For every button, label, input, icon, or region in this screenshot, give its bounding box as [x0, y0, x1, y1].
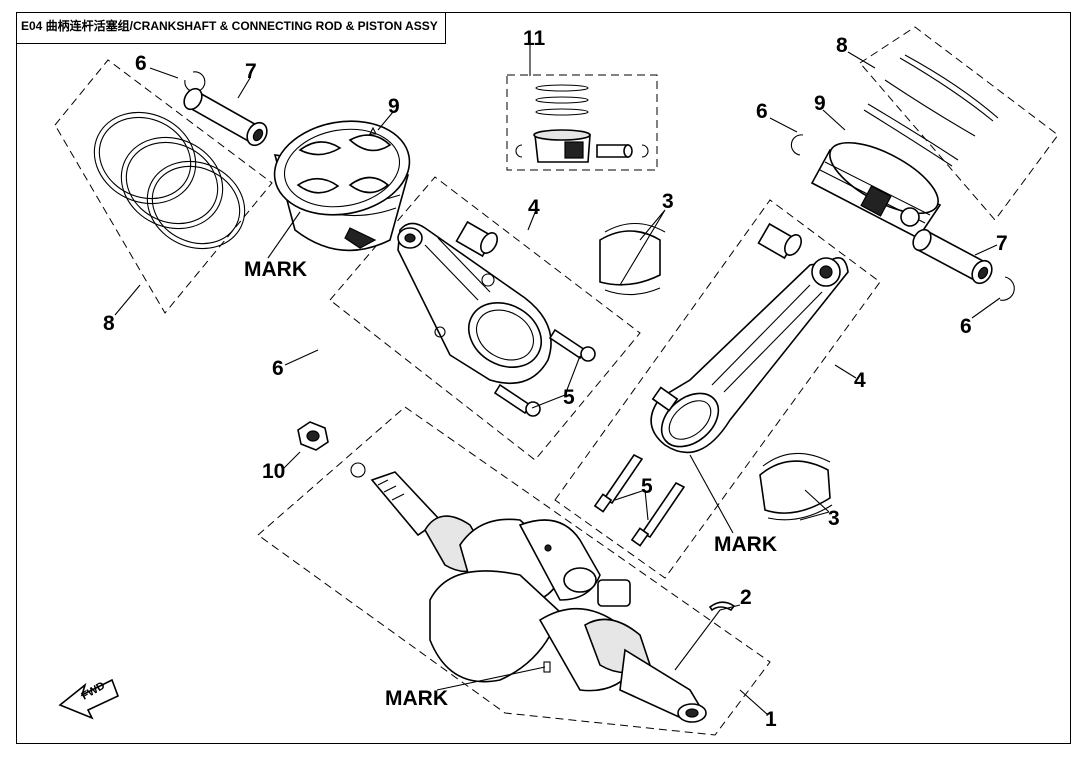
- group-outline-conrod-right: [554, 199, 881, 579]
- callout-6: 6: [272, 357, 284, 380]
- callout-numbers: 6 7 9 8 6 11 4 3 5 8 9 6 7 6 4 3 5 10 2 …: [103, 27, 1008, 731]
- mark-label: MARK: [385, 687, 448, 710]
- callout-8: 8: [103, 312, 115, 335]
- conrod-bolts-right: [593, 453, 686, 547]
- piston-assembly-detail: [515, 84, 649, 163]
- callout-3: 3: [828, 507, 840, 530]
- mark-label: MARK: [244, 258, 307, 281]
- callout-5: 5: [563, 386, 575, 409]
- callout-5: 5: [641, 475, 653, 498]
- piston-rings-right: [863, 54, 999, 167]
- callout-8: 8: [836, 34, 848, 57]
- bearing-shells-left: [599, 223, 666, 296]
- piston-pin-right: [912, 228, 993, 285]
- washer-ball: [350, 462, 366, 478]
- conrod-bolts-left: [493, 328, 596, 417]
- diagram-title: E04 曲柄连杆活塞组/CRANKSHAFT & CONNECTING ROD …: [16, 12, 446, 44]
- callout-7: 7: [245, 60, 257, 83]
- woodruff-key: [708, 601, 736, 612]
- group-outline-piston-detail: [506, 74, 658, 171]
- callout-2: 2: [740, 586, 752, 609]
- callout-3: 3: [662, 190, 674, 213]
- piston-right: [810, 141, 942, 240]
- mark-label: MARK: [714, 533, 777, 556]
- crankshaft-nut: [297, 421, 329, 451]
- group-outline-rings-left: [54, 59, 273, 314]
- group-outline-rings-right: [859, 26, 1059, 221]
- callout-7: 7: [996, 232, 1008, 255]
- piston-rings-left: [93, 111, 246, 250]
- callout-9: 9: [388, 95, 400, 118]
- connecting-rod-left: [397, 220, 552, 384]
- callout-4: 4: [528, 196, 540, 219]
- connecting-rod-right: [650, 222, 849, 454]
- piston-left: [273, 120, 411, 252]
- callout-6: 6: [960, 315, 972, 338]
- crankshaft: [370, 471, 707, 723]
- callout-6: 6: [756, 100, 768, 123]
- leader-lines: [114, 44, 1001, 716]
- callout-9: 9: [814, 92, 826, 115]
- group-outline-crankshaft: [257, 406, 771, 736]
- circlip-right-bottom: [999, 276, 1015, 301]
- callout-11: 11: [523, 27, 546, 50]
- callout-4: 4: [854, 369, 866, 392]
- mark-labels: MARK MARK MARK: [244, 258, 777, 710]
- group-outline-conrod-left: [329, 176, 641, 461]
- callout-10: 10: [262, 460, 285, 483]
- callout-1: 1: [765, 708, 777, 731]
- callout-6: 6: [135, 52, 147, 75]
- piston-pin-left: [183, 87, 268, 147]
- circlip-left-top: [184, 71, 206, 93]
- drawing-frame: [16, 12, 1071, 744]
- forward-arrow-icon: FWD: [58, 678, 120, 720]
- bearing-shells-right: [759, 452, 833, 521]
- circlip-right-top: [790, 134, 804, 156]
